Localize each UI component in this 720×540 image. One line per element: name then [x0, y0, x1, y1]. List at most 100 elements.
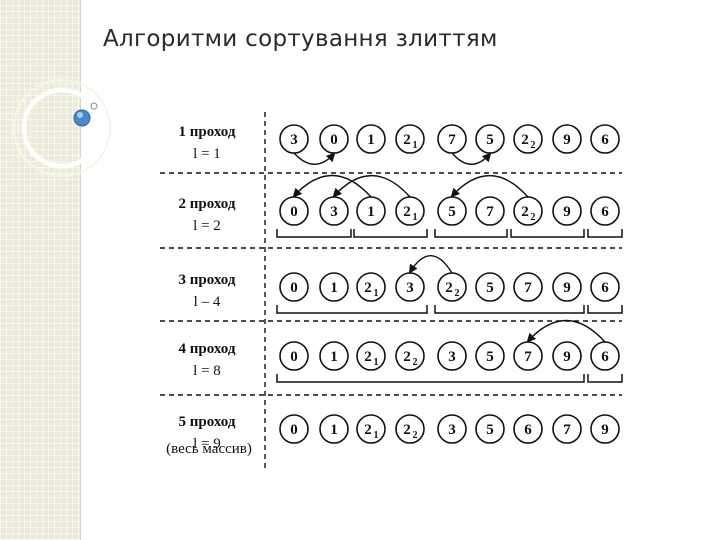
group-bracket — [587, 305, 623, 314]
node-value: 0 — [330, 132, 338, 148]
node-circle — [475, 124, 505, 154]
array-node: 6 — [590, 272, 620, 302]
group-bracket — [434, 229, 508, 238]
node-circle — [356, 124, 386, 154]
node-subscript: 1 — [413, 140, 418, 151]
pass-label: 4 проход — [179, 341, 236, 357]
node-circle — [513, 196, 543, 226]
node-circle — [590, 272, 620, 302]
small-ring-icon — [90, 102, 98, 110]
node-circle — [475, 414, 505, 444]
node-value: 0 — [290, 280, 298, 296]
node-circle — [552, 196, 582, 226]
node-subscript: 2 — [531, 140, 536, 151]
node-subscript: 1 — [374, 288, 379, 299]
node-subscript: 1 — [374, 357, 379, 368]
group-bracket — [587, 229, 623, 238]
node-circle — [356, 341, 386, 371]
pass-label: 2 проход — [179, 196, 236, 212]
array-node: 1 — [319, 414, 349, 444]
node-circle — [319, 124, 349, 154]
node-value: 3 — [448, 422, 456, 438]
node-circle — [590, 341, 620, 371]
node-circle — [319, 196, 349, 226]
node-value: 6 — [601, 349, 609, 365]
array-node: 7 — [475, 196, 505, 226]
array-node: 7 — [437, 124, 467, 154]
node-circle — [437, 196, 467, 226]
pass-label: 3 проход — [179, 272, 236, 288]
array-node: 0 — [279, 272, 309, 302]
array-node: 1 — [319, 341, 349, 371]
node-value: 7 — [486, 204, 494, 220]
node-value: 2 — [521, 132, 529, 148]
node-circle — [513, 341, 543, 371]
node-circle — [475, 196, 505, 226]
move-arrow — [526, 319, 606, 343]
node-value: 2 — [364, 422, 372, 438]
array-node: 6 — [590, 196, 620, 226]
node-circle — [395, 414, 425, 444]
array-node: 9 — [590, 414, 620, 444]
group-bracket — [434, 305, 585, 314]
node-value: 7 — [524, 280, 532, 296]
move-arrow — [292, 174, 372, 198]
node-circle — [395, 341, 425, 371]
node-subscript: 2 — [413, 430, 418, 441]
array-node: 5 — [437, 196, 467, 226]
node-value: 6 — [601, 204, 609, 220]
node-value: 1 — [367, 204, 375, 220]
node-value: 1 — [330, 280, 338, 296]
array-node: 9 — [552, 272, 582, 302]
node-circle — [395, 272, 425, 302]
node-value: 9 — [563, 349, 571, 365]
decorative-ring-outer — [13, 79, 111, 177]
node-circle — [356, 272, 386, 302]
node-value: 9 — [563, 132, 571, 148]
node-circle — [279, 124, 309, 154]
array-node: 3 — [395, 272, 425, 302]
node-subscript: 2 — [455, 288, 460, 299]
node-circle — [552, 124, 582, 154]
node-value: 5 — [486, 280, 494, 296]
array-node: 9 — [552, 124, 582, 154]
array-node: 0 — [319, 124, 349, 154]
node-circle — [279, 341, 309, 371]
node-circle — [279, 414, 309, 444]
array-node: 7 — [552, 414, 582, 444]
node-value: 2 — [364, 349, 372, 365]
node-value: 1 — [330, 422, 338, 438]
node-circle — [552, 341, 582, 371]
node-circle — [356, 414, 386, 444]
node-circle — [319, 272, 349, 302]
node-circle — [475, 341, 505, 371]
group-bracket — [353, 229, 428, 238]
array-node: 7 — [513, 341, 543, 371]
decorative-ring-large — [21, 87, 103, 169]
pass-length: l = 8 — [193, 363, 221, 379]
array-node: 3 — [279, 124, 309, 154]
blue-dot-highlight — [77, 112, 83, 118]
move-arrow — [451, 152, 492, 165]
node-value: 7 — [448, 132, 456, 148]
pass-length: l – 4 — [194, 294, 221, 310]
node-circle — [513, 414, 543, 444]
pass-length: l = 1 — [193, 146, 221, 162]
array-node: 3 — [319, 196, 349, 226]
node-circle — [590, 124, 620, 154]
array-node: 1 — [356, 124, 386, 154]
node-circle — [395, 124, 425, 154]
pass-length: l = 2 — [193, 218, 221, 234]
